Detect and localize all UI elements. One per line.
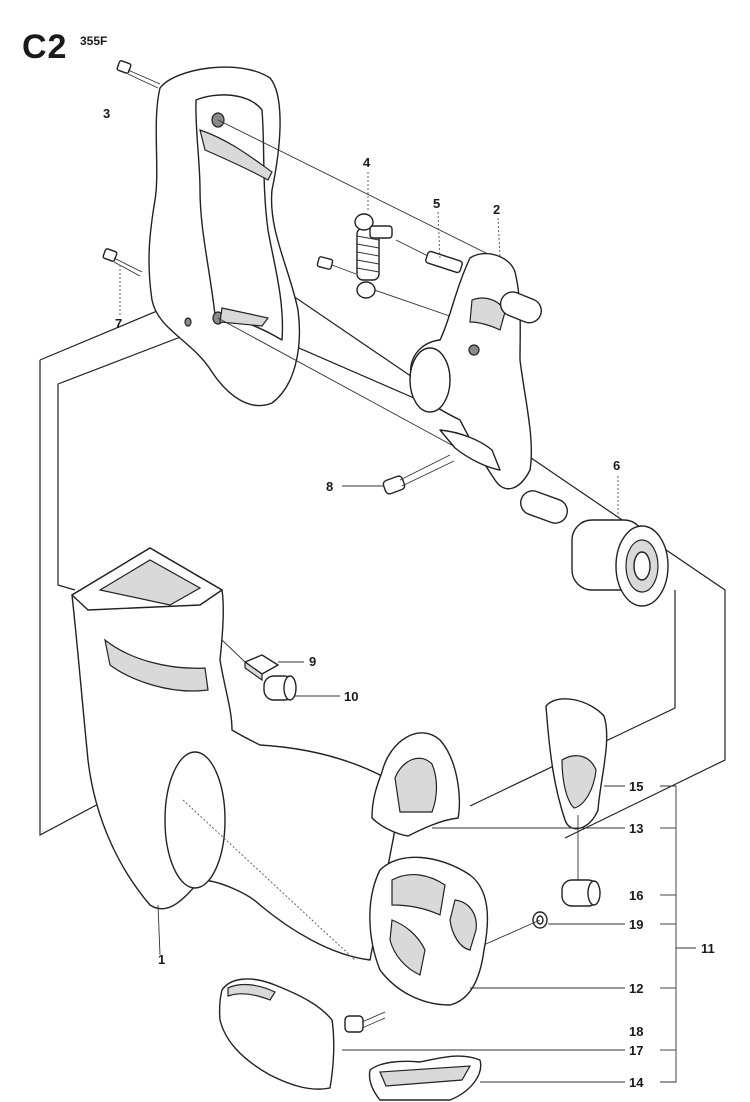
callout-13: 13 xyxy=(629,821,644,836)
part-6-damper xyxy=(571,519,669,607)
part-16-pin xyxy=(561,879,601,907)
callout-14: 14 xyxy=(629,1075,644,1090)
callout-4: 4 xyxy=(363,155,371,170)
callout-11: 11 xyxy=(701,941,715,956)
part-14-grip xyxy=(368,1055,482,1101)
part-8-screw xyxy=(382,454,455,495)
callout-12: 12 xyxy=(629,981,644,996)
leader-2 xyxy=(497,217,501,259)
part-18-screw xyxy=(344,1011,386,1033)
part-4-spring xyxy=(354,213,393,299)
spring-screw xyxy=(316,256,357,275)
callout-7: 7 xyxy=(115,316,123,331)
part-17-handle-cover xyxy=(218,978,335,1090)
part-10-bushing xyxy=(263,675,297,701)
callout-17: 17 xyxy=(629,1043,644,1058)
callout-16: 16 xyxy=(629,888,644,903)
callout-15: 15 xyxy=(629,779,644,794)
page-code: C2 xyxy=(22,28,68,66)
callout-2: 2 xyxy=(493,202,501,217)
callout-18: 18 xyxy=(629,1024,644,1039)
part-7-screw xyxy=(102,248,143,277)
assembly-frame-inner-right xyxy=(469,590,676,807)
assembly-frame-inner xyxy=(57,384,76,591)
part-1-handle-tube xyxy=(71,547,396,961)
callout-5: 5 xyxy=(433,196,441,211)
part-9-nut xyxy=(221,639,279,682)
callout-6: 6 xyxy=(613,458,621,473)
callout-8: 8 xyxy=(326,479,334,494)
callout-3: 3 xyxy=(103,106,111,121)
group-bracket-11 xyxy=(660,785,677,1083)
part-2-bracket xyxy=(409,253,568,524)
part-5-pin xyxy=(395,239,463,274)
callout-19: 19 xyxy=(629,917,644,932)
callout-1: 1 xyxy=(158,952,166,967)
model-number: 355F xyxy=(80,34,108,48)
part-15-lockout xyxy=(545,698,608,830)
part-3-screw xyxy=(116,60,161,89)
part-3-upper-housing xyxy=(148,66,301,407)
callout-10: 10 xyxy=(344,689,359,704)
callout-9: 9 xyxy=(309,654,317,669)
part-13-trigger xyxy=(371,732,461,837)
leader-1 xyxy=(157,904,161,956)
part-12-handle-clamp xyxy=(369,856,489,1006)
leader-5 xyxy=(437,211,441,259)
